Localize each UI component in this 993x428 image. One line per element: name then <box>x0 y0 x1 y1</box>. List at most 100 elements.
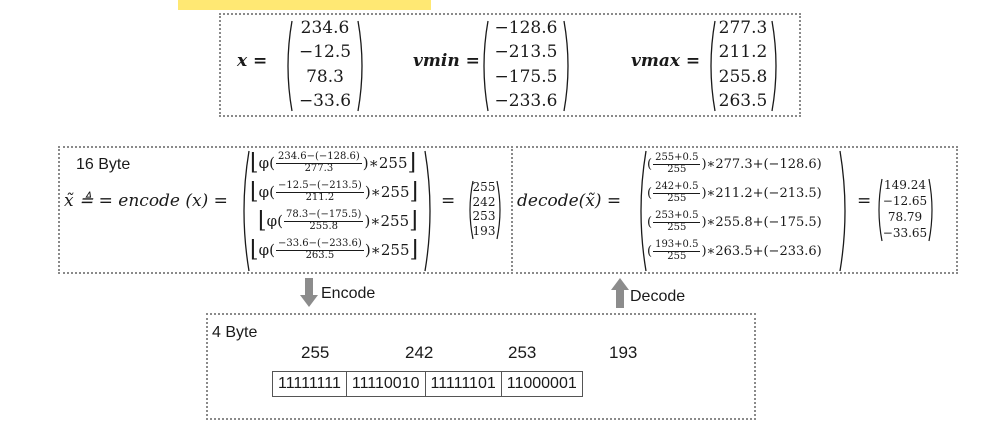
vmax-value: 263.5 <box>718 90 768 111</box>
encode-numerator: 234.6−(−128.6) <box>275 151 362 164</box>
x-right-paren <box>357 20 363 112</box>
bits-cell: 11000001 <box>500 371 583 397</box>
byte-size-label: 4 Byte <box>212 324 258 341</box>
byte-value: 242 <box>405 343 434 362</box>
encode-result-value: 193 <box>472 223 496 238</box>
decode-arrow-label: Decode <box>630 288 686 305</box>
encode-arrow-icon <box>300 278 318 307</box>
decode-result-value: −12.65 <box>882 194 928 208</box>
byte-box: 4 Byte 255 242 253 193 11111111 11110010… <box>206 313 756 420</box>
encode-result-left-paren <box>469 180 474 240</box>
bits-table: 11111111 11110010 11111101 11000001 <box>272 371 583 397</box>
decode-equals: = <box>857 191 872 211</box>
bits-cell: 11110010 <box>345 371 426 397</box>
vmin-value: −233.6 <box>494 90 558 111</box>
decode-numerator: 253+0.5 <box>653 210 701 223</box>
decode-numerator: 255+0.5 <box>653 152 701 165</box>
vmax-label: vmax = <box>631 51 701 71</box>
encode-lhs: x̃ ≜ = encode (x) = <box>64 191 228 211</box>
decode-numerator: 193+0.5 <box>653 239 701 252</box>
decode-left-paren <box>640 150 647 272</box>
encode-result-value: 242 <box>472 194 496 209</box>
encode-multiplier: ∗255 <box>370 241 410 259</box>
encode-row: ⌊φ( 78.3−(−175.5)255.8 )∗255⌋ <box>258 207 418 234</box>
decode-denominator: 255 <box>667 250 687 262</box>
byte-value: 255 <box>301 343 330 362</box>
x-label: x = <box>237 51 268 71</box>
decode-numerator: 242+0.5 <box>653 181 701 194</box>
decode-result-value: 78.79 <box>887 210 923 224</box>
encode-equals: = <box>441 191 456 211</box>
decode-tail: ∗277.3+(−128.6) <box>706 156 822 172</box>
encode-result-right-paren <box>496 180 501 240</box>
phi-symbol: φ <box>266 212 278 230</box>
byte-value: 253 <box>508 343 537 362</box>
vmin-value: −175.5 <box>494 66 558 87</box>
vmin-right-paren <box>563 20 569 112</box>
x-value: −33.6 <box>298 90 352 111</box>
encode-result-value: 253 <box>472 209 496 224</box>
decode-right-paren <box>839 150 846 272</box>
decode-lhs: decode(x̃) = <box>517 191 622 211</box>
phi-symbol: φ <box>258 154 270 172</box>
bits-cell: 11111101 <box>424 371 502 397</box>
vmax-right-paren <box>771 20 777 112</box>
bits-cell: 11111111 <box>272 371 347 397</box>
x-left-paren <box>287 20 293 112</box>
decode-arrow-icon <box>611 278 629 308</box>
vmax-value: 277.3 <box>718 18 768 38</box>
vmin-left-paren <box>483 20 489 112</box>
phi-symbol: φ <box>258 183 270 201</box>
vmax-value: 211.2 <box>718 42 768 63</box>
decode-denominator: 255 <box>667 221 687 233</box>
decode-tail: ∗255.8+(−175.5) <box>706 214 822 230</box>
vectors-box: x = 234.6 −12.5 78.3 −33.6 vmin = −128.6… <box>219 13 801 117</box>
encode-result-vector: 255 242 253 193 <box>472 181 496 237</box>
decode-result-left-paren <box>878 178 883 242</box>
vmin-value: −213.5 <box>494 42 558 63</box>
vmax-left-paren <box>710 20 716 112</box>
decode-result-vector: 149.24 −12.65 78.79 −33.65 <box>882 179 928 239</box>
encode-arrow-label: Encode <box>321 285 376 302</box>
encode-denominator: 211.2 <box>305 191 335 203</box>
bits-row: 11111111 11110010 11111101 11000001 <box>272 371 583 397</box>
encode-denominator: 263.5 <box>305 249 335 261</box>
encode-denominator: 255.8 <box>309 220 339 232</box>
encode-multiplier: ∗255 <box>370 212 410 230</box>
vmin-label: vmin = <box>413 51 480 71</box>
vmin-value: −128.6 <box>494 18 558 38</box>
vmin-vector: −128.6 −213.5 −175.5 −233.6 <box>487 20 565 110</box>
decode-denominator: 255 <box>667 192 687 204</box>
x-vector: 234.6 −12.5 78.3 −33.6 <box>291 20 359 110</box>
encode-row: ⌊φ( −12.5−(−213.5)211.2 )∗255⌋ <box>250 178 419 205</box>
encode-right-paren <box>424 150 431 272</box>
decode-tail: ∗263.5+(−233.6) <box>706 243 822 259</box>
encode-row: ⌊φ( −33.6−(−233.6)263.5 )∗255⌋ <box>250 236 419 263</box>
phi-symbol: φ <box>258 241 270 259</box>
decode-tail: ∗211.2+(−213.5) <box>706 185 822 201</box>
x-value: −12.5 <box>298 42 352 63</box>
decode-denominator: 255 <box>667 163 687 175</box>
encode-row: ⌊φ( 234.6−(−128.6)277.3 )∗255⌋ <box>250 149 417 176</box>
encode-numerator: 78.3−(−175.5) <box>283 209 364 222</box>
encode-numerator: −33.6−(−233.6) <box>275 238 364 251</box>
x-value: 234.6 <box>300 18 350 38</box>
decode-result-value: 149.24 <box>884 178 926 192</box>
vmax-value: 255.8 <box>718 66 768 87</box>
x-value: 78.3 <box>306 66 344 87</box>
encode-box: 16 Byte x̃ ≜ = encode (x) = ⌊φ( 234.6−(−… <box>58 146 513 274</box>
encode-size-label: 16 Byte <box>76 156 131 173</box>
encode-multiplier: ∗255 <box>370 183 410 201</box>
encode-multiplier: ∗255 <box>368 154 408 172</box>
byte-value: 193 <box>609 343 638 362</box>
encode-result-value: 255 <box>472 180 496 194</box>
decode-result-value: −33.65 <box>882 226 928 240</box>
encode-denominator: 277.3 <box>304 162 334 174</box>
encode-left-paren <box>243 150 250 272</box>
decode-result-right-paren <box>928 178 933 242</box>
